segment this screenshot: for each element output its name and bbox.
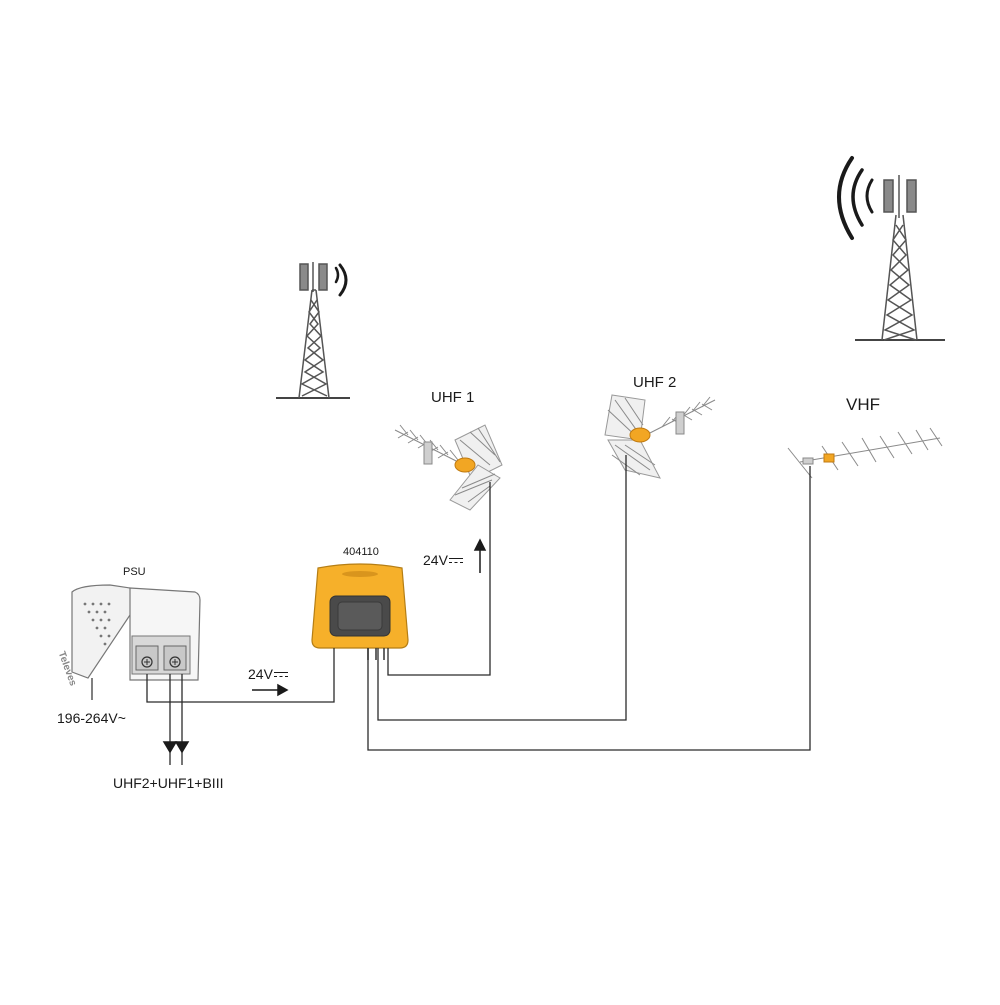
uhf1-antenna-icon [394,424,503,511]
amplifier-model-label: 404110 [343,546,379,558]
signal-waves-right-icon [837,156,874,240]
dc-symbol-icon [273,670,288,680]
psu-label: PSU [123,566,146,578]
uhf1-label: UHF 1 [431,389,475,406]
dc-voltage-top-text: 24V [423,552,448,568]
vhf-label: VHF [846,395,880,414]
signal-waves-left-icon [334,263,348,297]
transmitter-tower-right-icon [855,175,945,341]
dc-voltage-bottom-text: 24V [248,666,273,682]
dc-symbol-icon [448,556,463,566]
power-supply-icon [71,584,201,700]
dc-arrow-icon [162,538,487,754]
output-signals-label: UHF2+UHF1+BIII [113,775,224,791]
vhf-yagi-antenna-icon [787,427,943,479]
dc-voltage-bottom-label: 24V [248,666,288,682]
transmitter-tower-left-icon [276,262,350,399]
dc-voltage-top-label: 24V [423,552,463,568]
amplifier-icon [311,563,409,660]
uhf2-antenna-icon [604,394,716,479]
mains-voltage-label: 196-264V~ [57,710,126,726]
uhf2-label: UHF 2 [633,374,677,391]
cable-lines [146,455,811,765]
